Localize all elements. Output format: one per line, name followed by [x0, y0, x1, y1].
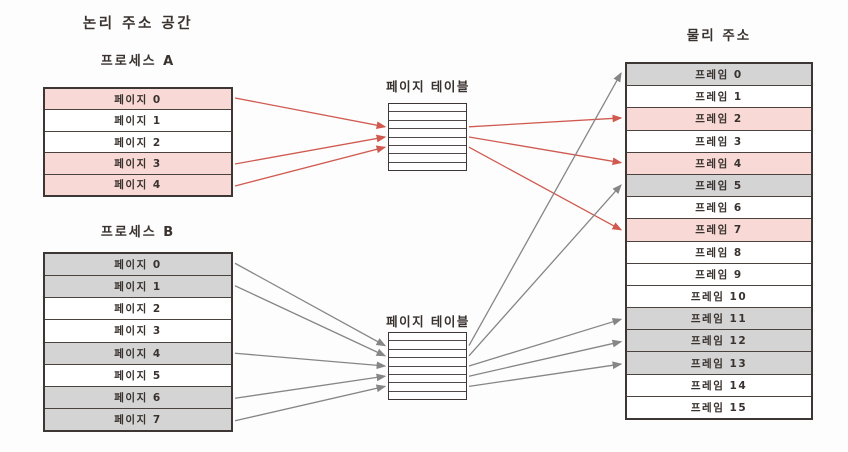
- page-table-row: [389, 333, 466, 340]
- row-label: 페이지 5: [114, 369, 162, 382]
- row-label: 페이지 2: [114, 136, 162, 149]
- page-table-a-label: 페이지 테이블: [386, 79, 470, 94]
- table-row: 페이지 2: [45, 297, 231, 320]
- row-label: 프레임 1: [695, 91, 743, 104]
- row-label: 프레임 8: [695, 246, 743, 259]
- row-label: 페이지 4: [114, 179, 162, 192]
- row-label: 페이지 4: [114, 347, 162, 360]
- page-table-row: [389, 340, 466, 348]
- mapping-arrow: [468, 72, 622, 346]
- row-label: 프레임 4: [695, 157, 743, 170]
- row-label: 프레임 15: [690, 401, 748, 414]
- mapping-arrow: [468, 184, 622, 357]
- row-label: 프레임 12: [690, 335, 748, 348]
- table-row: 페이지 4: [45, 173, 231, 196]
- row-label: 프레임 14: [690, 379, 748, 392]
- process-a-page-list: 페이지 0 페이지 1 페이지 2 페이지 3 페이지 4: [43, 87, 233, 197]
- page-table-row: [389, 119, 466, 128]
- table-row: 페이지 7: [45, 407, 231, 430]
- row-label: 프레임 10: [690, 290, 748, 303]
- table-row: 프레임 8: [627, 240, 811, 263]
- mapping-arrow: [234, 145, 387, 187]
- page-table-row: [389, 144, 466, 153]
- process-b-page-list: 페이지 0 페이지 1 페이지 2 페이지 3 페이지 4 페이지 5 페이지 6 페이지 7: [43, 252, 233, 432]
- table-row: 프레임 13: [627, 351, 811, 374]
- page-table-row: [389, 365, 466, 374]
- row-label: 페이지 0: [114, 93, 162, 106]
- row-label: 프레임 11: [690, 313, 748, 326]
- mapping-arrow: [234, 134, 387, 165]
- row-label: 페이지 3: [114, 325, 162, 338]
- table-row: 프레임 15: [627, 395, 811, 418]
- table-row: 페이지 4: [45, 341, 231, 364]
- mapping-arrow: [468, 339, 623, 377]
- page-table-row: [389, 382, 466, 390]
- physical-frame-list: 프레임 0 프레임 1 프레임 2 프레임 3 프레임 4 프레임 5 프레임 6 프레임 7…: [625, 62, 813, 420]
- table-row: 프레임 6: [627, 196, 811, 219]
- mapping-arrow: [234, 97, 387, 130]
- table-row: 프레임 3: [627, 129, 811, 152]
- process-b-title: 프로세스 B: [100, 225, 176, 240]
- page-table-row: [389, 128, 466, 136]
- mapping-arrow: [468, 114, 623, 128]
- table-row: 페이지 3: [45, 319, 231, 342]
- table-row: 프레임 12: [627, 329, 811, 352]
- page-table-row: [389, 136, 466, 145]
- process-a-title: 프로세스 A: [100, 54, 176, 69]
- page-table-row: [389, 390, 466, 399]
- table-row: 페이지 1: [45, 275, 231, 298]
- table-row: 페이지 3: [45, 152, 231, 174]
- page-table-a: [388, 103, 467, 171]
- row-label: 페이지 3: [114, 157, 162, 170]
- table-row: 페이지 0: [45, 254, 231, 276]
- page-table-row: [389, 357, 466, 365]
- page-table-row: [389, 104, 466, 111]
- page-table-row: [389, 161, 466, 170]
- table-row: 프레임 1: [627, 85, 811, 108]
- table-row: 페이지 0: [45, 89, 231, 110]
- table-row: 페이지 2: [45, 130, 231, 153]
- row-label: 프레임 3: [695, 135, 743, 148]
- table-row: 프레임 5: [627, 173, 811, 197]
- mapping-arrow: [234, 262, 387, 347]
- page-table-row: [389, 348, 466, 357]
- row-label: 프레임 5: [695, 180, 743, 193]
- row-label: 페이지 2: [114, 303, 162, 316]
- row-label: 페이지 0: [114, 259, 162, 272]
- page-table-row: [389, 111, 466, 119]
- table-row: 페이지 5: [45, 363, 231, 386]
- table-row: 페이지 1: [45, 109, 231, 131]
- table-row: 프레임 14: [627, 373, 811, 396]
- table-row: 페이지 6: [45, 385, 231, 408]
- table-row: 프레임 4: [627, 151, 811, 174]
- row-label: 페이지 1: [114, 115, 162, 128]
- row-label: 프레임 0: [695, 69, 743, 82]
- mapping-arrow: [234, 352, 387, 370]
- row-label: 페이지 1: [114, 281, 162, 294]
- mapping-arrow: [468, 136, 623, 166]
- row-label: 프레임 13: [690, 357, 748, 370]
- table-row: 프레임 2: [627, 107, 811, 130]
- table-row: 프레임 7: [627, 218, 811, 241]
- row-label: 페이지 7: [114, 413, 162, 426]
- table-row: 프레임 9: [627, 262, 811, 285]
- page-table-b-label: 페이지 테이블: [386, 314, 470, 329]
- mapping-arrow: [468, 361, 623, 388]
- mapping-arrow: [468, 146, 623, 231]
- table-row: 프레임 11: [627, 307, 811, 330]
- page-table-b: [388, 332, 467, 400]
- table-row: 프레임 10: [627, 284, 811, 308]
- physical-address-title: 물리 주소: [686, 28, 752, 44]
- row-label: 프레임 2: [695, 113, 743, 126]
- table-row: 프레임 0: [627, 64, 811, 86]
- page-table-row: [389, 153, 466, 161]
- row-label: 프레임 9: [695, 268, 743, 281]
- logical-address-space-title: 논리 주소 공간: [82, 16, 194, 32]
- row-label: 프레임 7: [695, 224, 743, 237]
- row-label: 프레임 6: [695, 202, 743, 215]
- mapping-arrow: [234, 373, 387, 399]
- mapping-arrow: [234, 384, 387, 422]
- page-table-row: [389, 373, 466, 382]
- row-label: 페이지 6: [114, 391, 162, 404]
